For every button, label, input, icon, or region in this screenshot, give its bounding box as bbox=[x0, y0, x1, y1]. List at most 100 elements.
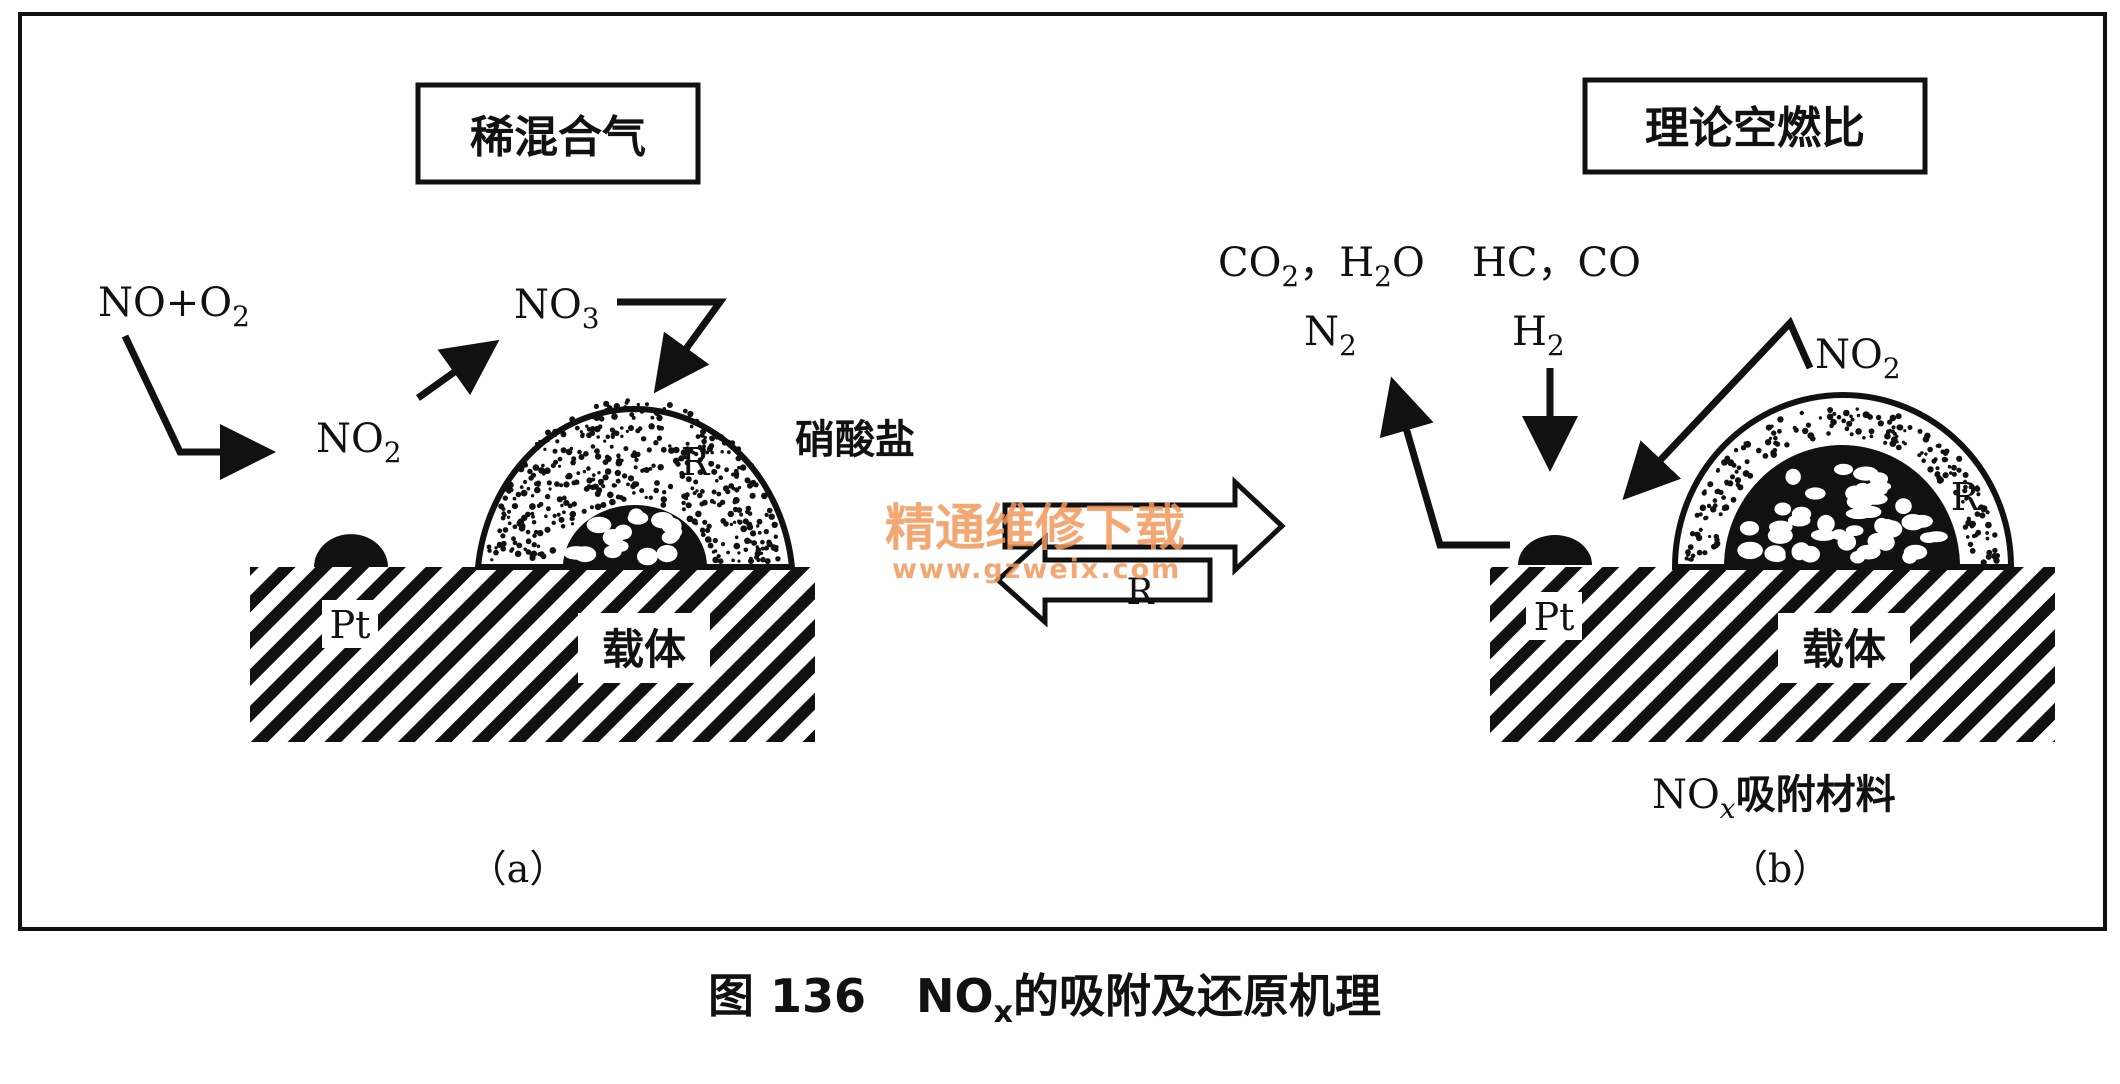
stipple-dot bbox=[1985, 521, 1992, 529]
stipple-dot bbox=[590, 444, 596, 449]
stipple-dot bbox=[708, 460, 715, 467]
stipple-dot bbox=[737, 551, 741, 555]
pt-label-bg-b bbox=[1526, 592, 1582, 640]
stipple-dot bbox=[1891, 425, 1896, 430]
granule bbox=[1785, 468, 1801, 485]
stipple-dot bbox=[1892, 431, 1897, 436]
stipple-dot bbox=[1799, 410, 1805, 416]
stipple-dot bbox=[579, 430, 583, 434]
stipple-dot bbox=[726, 550, 730, 555]
stipple-dot bbox=[545, 506, 551, 512]
stipple-dot bbox=[538, 439, 542, 444]
granule bbox=[1810, 529, 1837, 541]
stipple-dot bbox=[548, 487, 552, 491]
stipple-dot bbox=[748, 558, 754, 564]
granule bbox=[1845, 525, 1864, 536]
stipple-dot bbox=[660, 496, 667, 503]
stipple-dot bbox=[552, 448, 558, 454]
stipple-dot bbox=[760, 539, 765, 545]
stipple-dot bbox=[517, 465, 525, 473]
stipple-dot bbox=[685, 476, 692, 483]
stipple-dot bbox=[637, 426, 643, 431]
stipple-dot bbox=[558, 516, 565, 523]
stipple-dot bbox=[1924, 452, 1928, 456]
stipple-dot bbox=[618, 495, 624, 500]
stipple-dot bbox=[1706, 503, 1712, 509]
stipple-dot bbox=[582, 469, 587, 474]
stipple-dot bbox=[653, 409, 661, 416]
stipple-dot bbox=[503, 495, 507, 500]
stipple-dot bbox=[1777, 428, 1782, 434]
stipple-dot bbox=[1862, 436, 1866, 440]
stipple-dot bbox=[563, 499, 570, 506]
stipple-dot bbox=[656, 414, 663, 422]
stipple-dot bbox=[1953, 489, 1959, 496]
stipple-dot bbox=[715, 478, 719, 483]
r-label-b: R bbox=[1951, 475, 1981, 519]
stipple-dot bbox=[625, 429, 630, 433]
stipple-dot bbox=[1895, 440, 1899, 444]
stipple-dot bbox=[544, 467, 551, 475]
stipple-dot bbox=[700, 532, 706, 538]
stipple-dot bbox=[487, 548, 492, 553]
stipple-dot bbox=[620, 426, 624, 430]
stipple-dot bbox=[516, 542, 523, 549]
stipple-dot bbox=[512, 496, 517, 501]
stipple-dot bbox=[1718, 512, 1723, 517]
stipple-dot bbox=[766, 507, 773, 514]
stipple-dot bbox=[707, 542, 714, 549]
pt-particle-b bbox=[1518, 535, 1592, 565]
granule bbox=[1867, 533, 1888, 550]
stipple-dot bbox=[705, 527, 711, 534]
stipple-dot bbox=[1969, 520, 1976, 528]
stipple-dot bbox=[739, 464, 747, 471]
stipple-dot bbox=[684, 492, 690, 498]
stipple-dot bbox=[1979, 512, 1986, 519]
stipple-dot bbox=[660, 502, 667, 508]
stipple-dot bbox=[1742, 470, 1750, 477]
stipple-dot bbox=[577, 449, 582, 455]
stipple-dot bbox=[697, 492, 703, 499]
stipple-dot bbox=[593, 403, 600, 409]
stipple-dot bbox=[708, 538, 712, 543]
stipple-dot bbox=[569, 416, 576, 423]
stipple-dot bbox=[581, 508, 587, 514]
stipple-dot bbox=[623, 405, 627, 409]
granule bbox=[1846, 494, 1872, 510]
nitrate-dots bbox=[486, 398, 781, 565]
stipple-dot bbox=[1889, 440, 1897, 448]
stipple-dot bbox=[727, 450, 731, 455]
stipple-dot bbox=[700, 489, 705, 494]
watermark-url: www.gzweix.com bbox=[892, 554, 1181, 585]
stipple-dot bbox=[611, 483, 617, 488]
stipple-dot bbox=[1992, 547, 1998, 554]
stipple-dot bbox=[513, 466, 520, 472]
carrier-label-bg-a bbox=[578, 613, 710, 683]
stipple-dot bbox=[695, 510, 702, 518]
stipple-dot bbox=[666, 402, 673, 408]
stipple-dot bbox=[754, 554, 760, 560]
carrier-label-b: 载体 bbox=[1802, 625, 1886, 674]
stipple-dot bbox=[536, 503, 542, 508]
pt-label-a: Pt bbox=[330, 603, 371, 647]
stipple-dot bbox=[496, 542, 503, 548]
stipple-dot bbox=[682, 408, 688, 414]
carrier-label-a: 载体 bbox=[602, 625, 686, 674]
stipple-dot bbox=[1684, 556, 1689, 561]
arrow-no2-to-no3 bbox=[415, 339, 500, 401]
stipple-dot bbox=[512, 524, 518, 530]
granule bbox=[1911, 514, 1933, 528]
granule bbox=[1895, 498, 1912, 515]
stipple-dot bbox=[717, 434, 725, 441]
stipple-dot bbox=[1850, 417, 1855, 422]
stipple-dot bbox=[721, 440, 728, 446]
stipple-dot bbox=[525, 549, 532, 555]
stipple-dot bbox=[716, 491, 722, 497]
n2-label: N2 bbox=[1304, 309, 1357, 362]
stipple-dot bbox=[603, 400, 610, 407]
stipple-dot bbox=[510, 547, 515, 552]
stipple-dot bbox=[1952, 466, 1957, 471]
stipple-dot bbox=[553, 459, 559, 465]
carrier-block-b bbox=[1490, 567, 2055, 742]
stipple-dot bbox=[1832, 411, 1837, 416]
